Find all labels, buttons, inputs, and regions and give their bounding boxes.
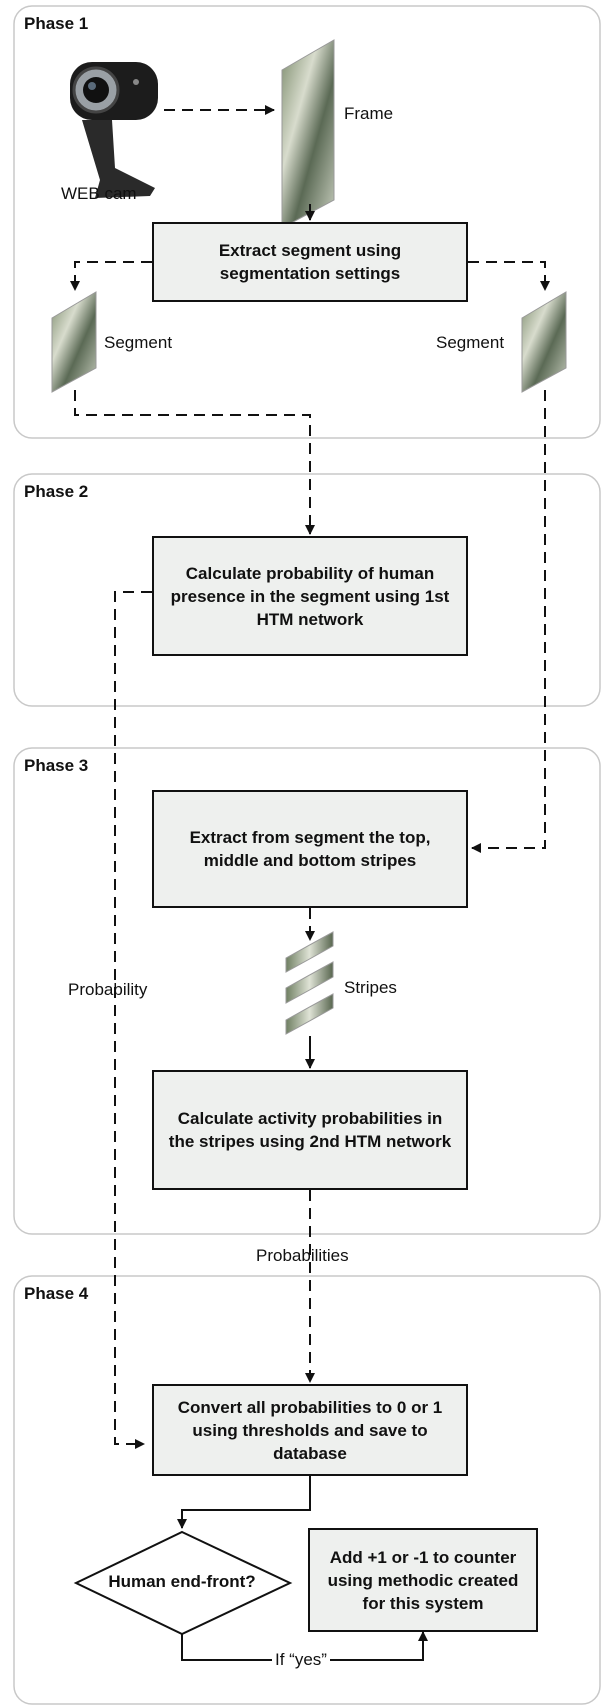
arrow-presence-to-convert (114, 591, 152, 1449)
webcam-icon (70, 62, 158, 198)
arrow-extract-to-segment-right (468, 261, 550, 291)
segment-right-image (521, 291, 567, 393)
convert-box: Convert all probabilities to 0 or 1 usin… (152, 1384, 468, 1476)
stripe-middle-image (285, 961, 334, 1004)
arrow-segment-to-stripes (471, 390, 546, 853)
counter-box: Add +1 or -1 to counter using methodic c… (308, 1528, 538, 1632)
phase-3-frame (13, 747, 601, 1235)
extract-segment-box: Extract segment using segmentation setti… (152, 222, 468, 302)
phase-2-frame (13, 473, 601, 707)
phase-1-frame (13, 5, 601, 439)
if-yes-label: If “yes” (272, 1650, 330, 1670)
stripe-top-image (285, 931, 334, 973)
decision-label: Human end-front? (108, 1572, 256, 1591)
segment-left-label: Segment (104, 333, 173, 352)
probability-label: Probability (68, 980, 148, 999)
frame-label: Frame (344, 104, 394, 123)
arrow-extract-to-segment-left (70, 261, 152, 291)
phase-2-label: Phase 2 (24, 482, 89, 501)
stripes-label: Stripes (344, 978, 397, 997)
probabilities-label: Probabilities (256, 1246, 349, 1265)
segment-right-label: Segment (436, 333, 505, 352)
decision-diamond (73, 1530, 293, 1636)
phase-4-label: Phase 4 (24, 1284, 89, 1303)
frame-image (281, 39, 335, 229)
extract-stripes-box: Extract from segment the top, middle and… (152, 790, 468, 908)
stripe-bottom-image (285, 993, 334, 1035)
phase-3-label: Phase 3 (24, 756, 89, 775)
arrow-segment-to-presence (74, 390, 315, 535)
phase-4-frame (13, 1275, 601, 1705)
calc-activity-box: Calculate activity probabilities in the … (152, 1070, 468, 1190)
arrow-convert-to-decision (177, 1476, 311, 1529)
segment-left-image (51, 291, 97, 393)
webcam-label: WEB cam (61, 184, 137, 203)
calc-presence-box: Calculate probability of human presence … (152, 536, 468, 656)
phase-1-label: Phase 1 (24, 14, 89, 33)
